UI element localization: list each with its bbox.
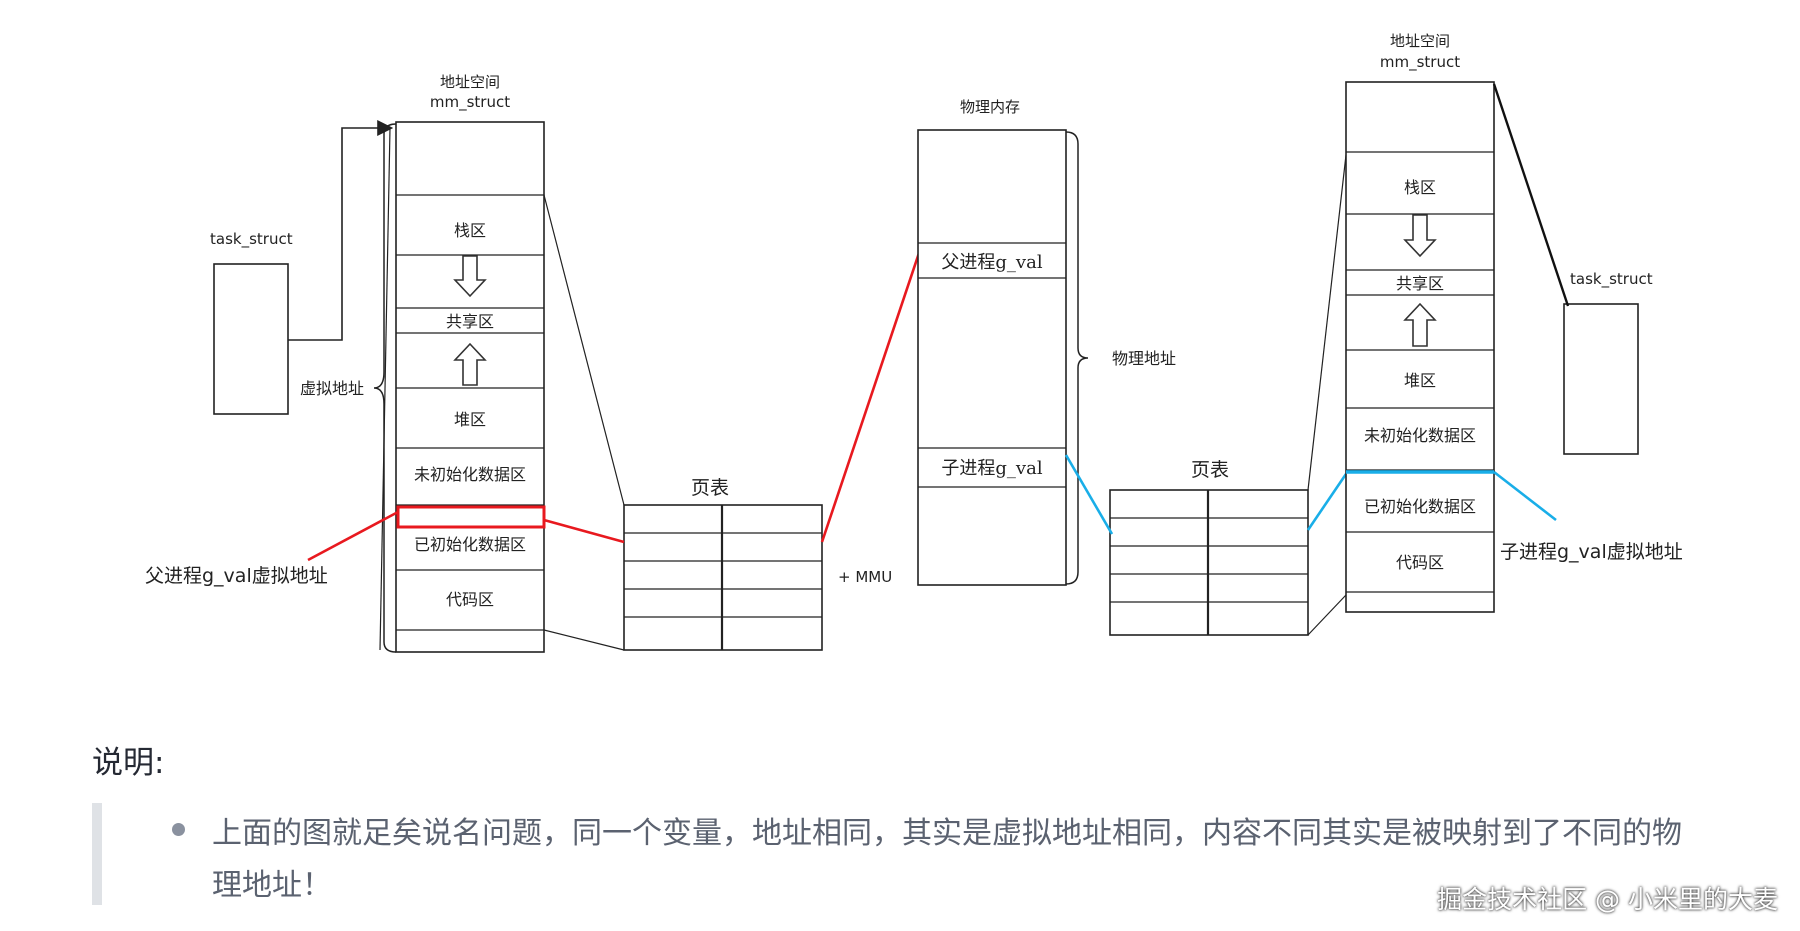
left-data-region: 已初始化数据区 [414, 535, 526, 554]
left-stack-region: 栈区 [454, 221, 486, 240]
left-task-struct-label: task_struct [210, 230, 293, 249]
right-page-table-title: 页表 [1191, 459, 1229, 481]
left-addr-space-title: 地址空间 [440, 73, 500, 91]
left-page-table-title: 页表 [691, 477, 729, 499]
physical-address-brace [1065, 131, 1089, 585]
left-mm-struct-title: mm_struct [430, 93, 510, 112]
left-heap-region: 堆区 [454, 410, 486, 429]
left-heap-up-arrow-icon [453, 342, 487, 386]
left-bss-region: 未初始化数据区 [414, 465, 526, 484]
right-task-struct-box [1563, 303, 1639, 455]
left-code-region: 代码区 [446, 590, 494, 609]
parent-label-pointer [307, 510, 399, 562]
bullet-text: 上面的图就足矣说名问题，同一个变量，地址相同，其实是虚拟地址相同，内容不同其实是… [212, 816, 1682, 903]
left-page-table [623, 504, 823, 651]
right-address-space-column: 栈区 共享区 堆区 未初始化数据区 已初始化数据区 代码区 [1345, 81, 1495, 613]
parent-virtual-to-pagetable [543, 518, 625, 544]
right-mm-struct-title: mm_struct [1380, 53, 1460, 72]
child-physical-to-pagetable [1064, 454, 1114, 535]
right-addr-space-title: 地址空间 [1390, 32, 1450, 50]
right-data-region: 已初始化数据区 [1364, 497, 1476, 516]
left-task-struct-box [213, 263, 289, 415]
left-shared-region: 共享区 [446, 312, 494, 331]
child-gval-virtual-label: 子进程g_val虚拟地址 [1500, 541, 1683, 563]
mmu-label: + MMU [838, 568, 892, 586]
right-heap-up-arrow-icon [1403, 302, 1437, 347]
left-parent-gval-highlight [396, 505, 546, 529]
right-task-to-mm-link [1492, 83, 1570, 307]
child-label-pointer [1493, 470, 1557, 522]
physical-address-label: 物理地址 [1112, 349, 1176, 368]
watermark: 掘金技术社区 @ 小米里的大麦 [1437, 885, 1778, 914]
physical-memory-title: 物理内存 [960, 98, 1020, 116]
bullet-dot [172, 823, 185, 836]
left-stack-down-arrow-icon [453, 255, 487, 298]
right-bss-region: 未初始化数据区 [1364, 426, 1476, 445]
blockquote-bar [92, 803, 102, 905]
right-stack-region: 栈区 [1404, 178, 1436, 197]
physical-child-gval-cell: 子进程g_val [941, 458, 1042, 479]
physical-memory-column: 父进程g_val 子进程g_val [917, 129, 1067, 586]
right-code-region: 代码区 [1396, 553, 1444, 572]
left-task-to-mm-arrow [288, 120, 394, 341]
parent-pagetable-to-physical [820, 249, 922, 543]
right-shared-region: 共享区 [1396, 274, 1444, 293]
right-stack-down-arrow-icon [1403, 214, 1437, 258]
physical-parent-gval-cell: 父进程g_val [941, 252, 1042, 273]
child-pagetable-to-virtual [1306, 473, 1348, 531]
left-address-space-column: 栈区 共享区 堆区 未初始化数据区 已初始化数据区 代码区 [395, 121, 546, 653]
right-heap-region: 堆区 [1404, 371, 1436, 390]
right-page-table [1109, 489, 1309, 636]
caption: 说明: [92, 745, 165, 781]
virtual-address-label: 虚拟地址 [300, 379, 364, 398]
address-space-diagram: 地址空间 mm_struct 栈区 共享区 堆区 未初始化数据区 已初始化数据区… [145, 32, 1683, 653]
parent-gval-virtual-label: 父进程g_val虚拟地址 [145, 565, 328, 587]
right-task-struct-label: task_struct [1570, 270, 1653, 289]
